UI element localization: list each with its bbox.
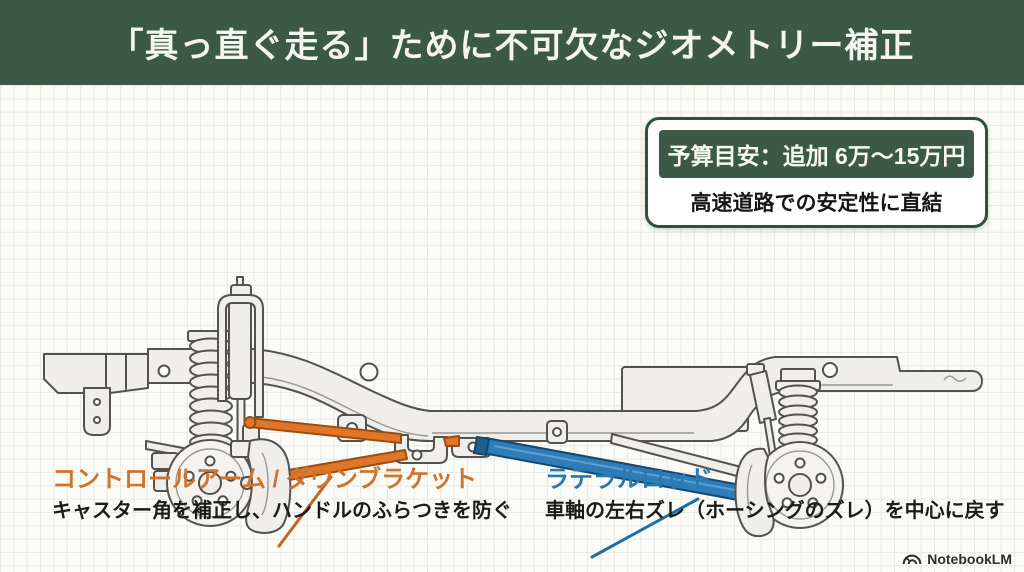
- down-bracket: [394, 434, 448, 464]
- chassis-illustration: [43, 276, 983, 559]
- rear-coil-spring: [775, 380, 821, 448]
- budget-box: 予算目安：追加 6万〜15万円 高速道路での安定性に直結: [645, 117, 988, 228]
- title-bar: 「真っ直ぐ走る」ために不可欠なジオメトリー補正: [0, 0, 1024, 85]
- watermark-label: NotebookLM: [927, 551, 1012, 567]
- lateral-rod-title: ラテラルロッド: [545, 466, 713, 493]
- front-wheel: [166, 439, 254, 527]
- front-coil-spring: [187, 330, 235, 451]
- grid-board: 予算目安：追加 6万〜15万円 高速道路での安定性に直結: [0, 85, 1024, 572]
- blue-leader-line: [590, 497, 700, 559]
- orange-leader-line: [277, 475, 333, 548]
- control-arm-upper: [243, 416, 402, 444]
- lateral-rod-label: ラテラルロッド 車軸の左右ズレ（ホーシングのズレ）を中心に戻す: [545, 466, 1005, 523]
- shock-tower-hoop: [217, 294, 264, 418]
- notebooklm-icon: [902, 554, 922, 565]
- control-arm-title: コントロールアーム / ダウンブラケット: [52, 466, 478, 493]
- down-bracket-link: [443, 435, 460, 447]
- front-crossmember: [43, 353, 149, 436]
- page-title: 「真っ直ぐ走る」ために不可欠なジオメトリー補正: [109, 27, 915, 65]
- watermark: NotebookLM: [902, 551, 1012, 567]
- rear-caliper: [734, 447, 775, 537]
- lateral-rod-description: 車軸の左右ズレ（ホーシングのズレ）を中心に戻す: [545, 500, 1005, 522]
- rear-wheel: [756, 441, 844, 529]
- budget-subtitle: 高速道路での安定性に直結: [690, 191, 943, 215]
- control-arm-label: コントロールアーム / ダウンブラケット キャスター角を補正し、ハンドルのふらつ…: [52, 466, 512, 523]
- budget-heading: 予算目安：追加 6万〜15万円: [659, 130, 974, 178]
- control-arm-description: キャスター角を補正し、ハンドルのふらつきを防ぐ: [52, 500, 512, 522]
